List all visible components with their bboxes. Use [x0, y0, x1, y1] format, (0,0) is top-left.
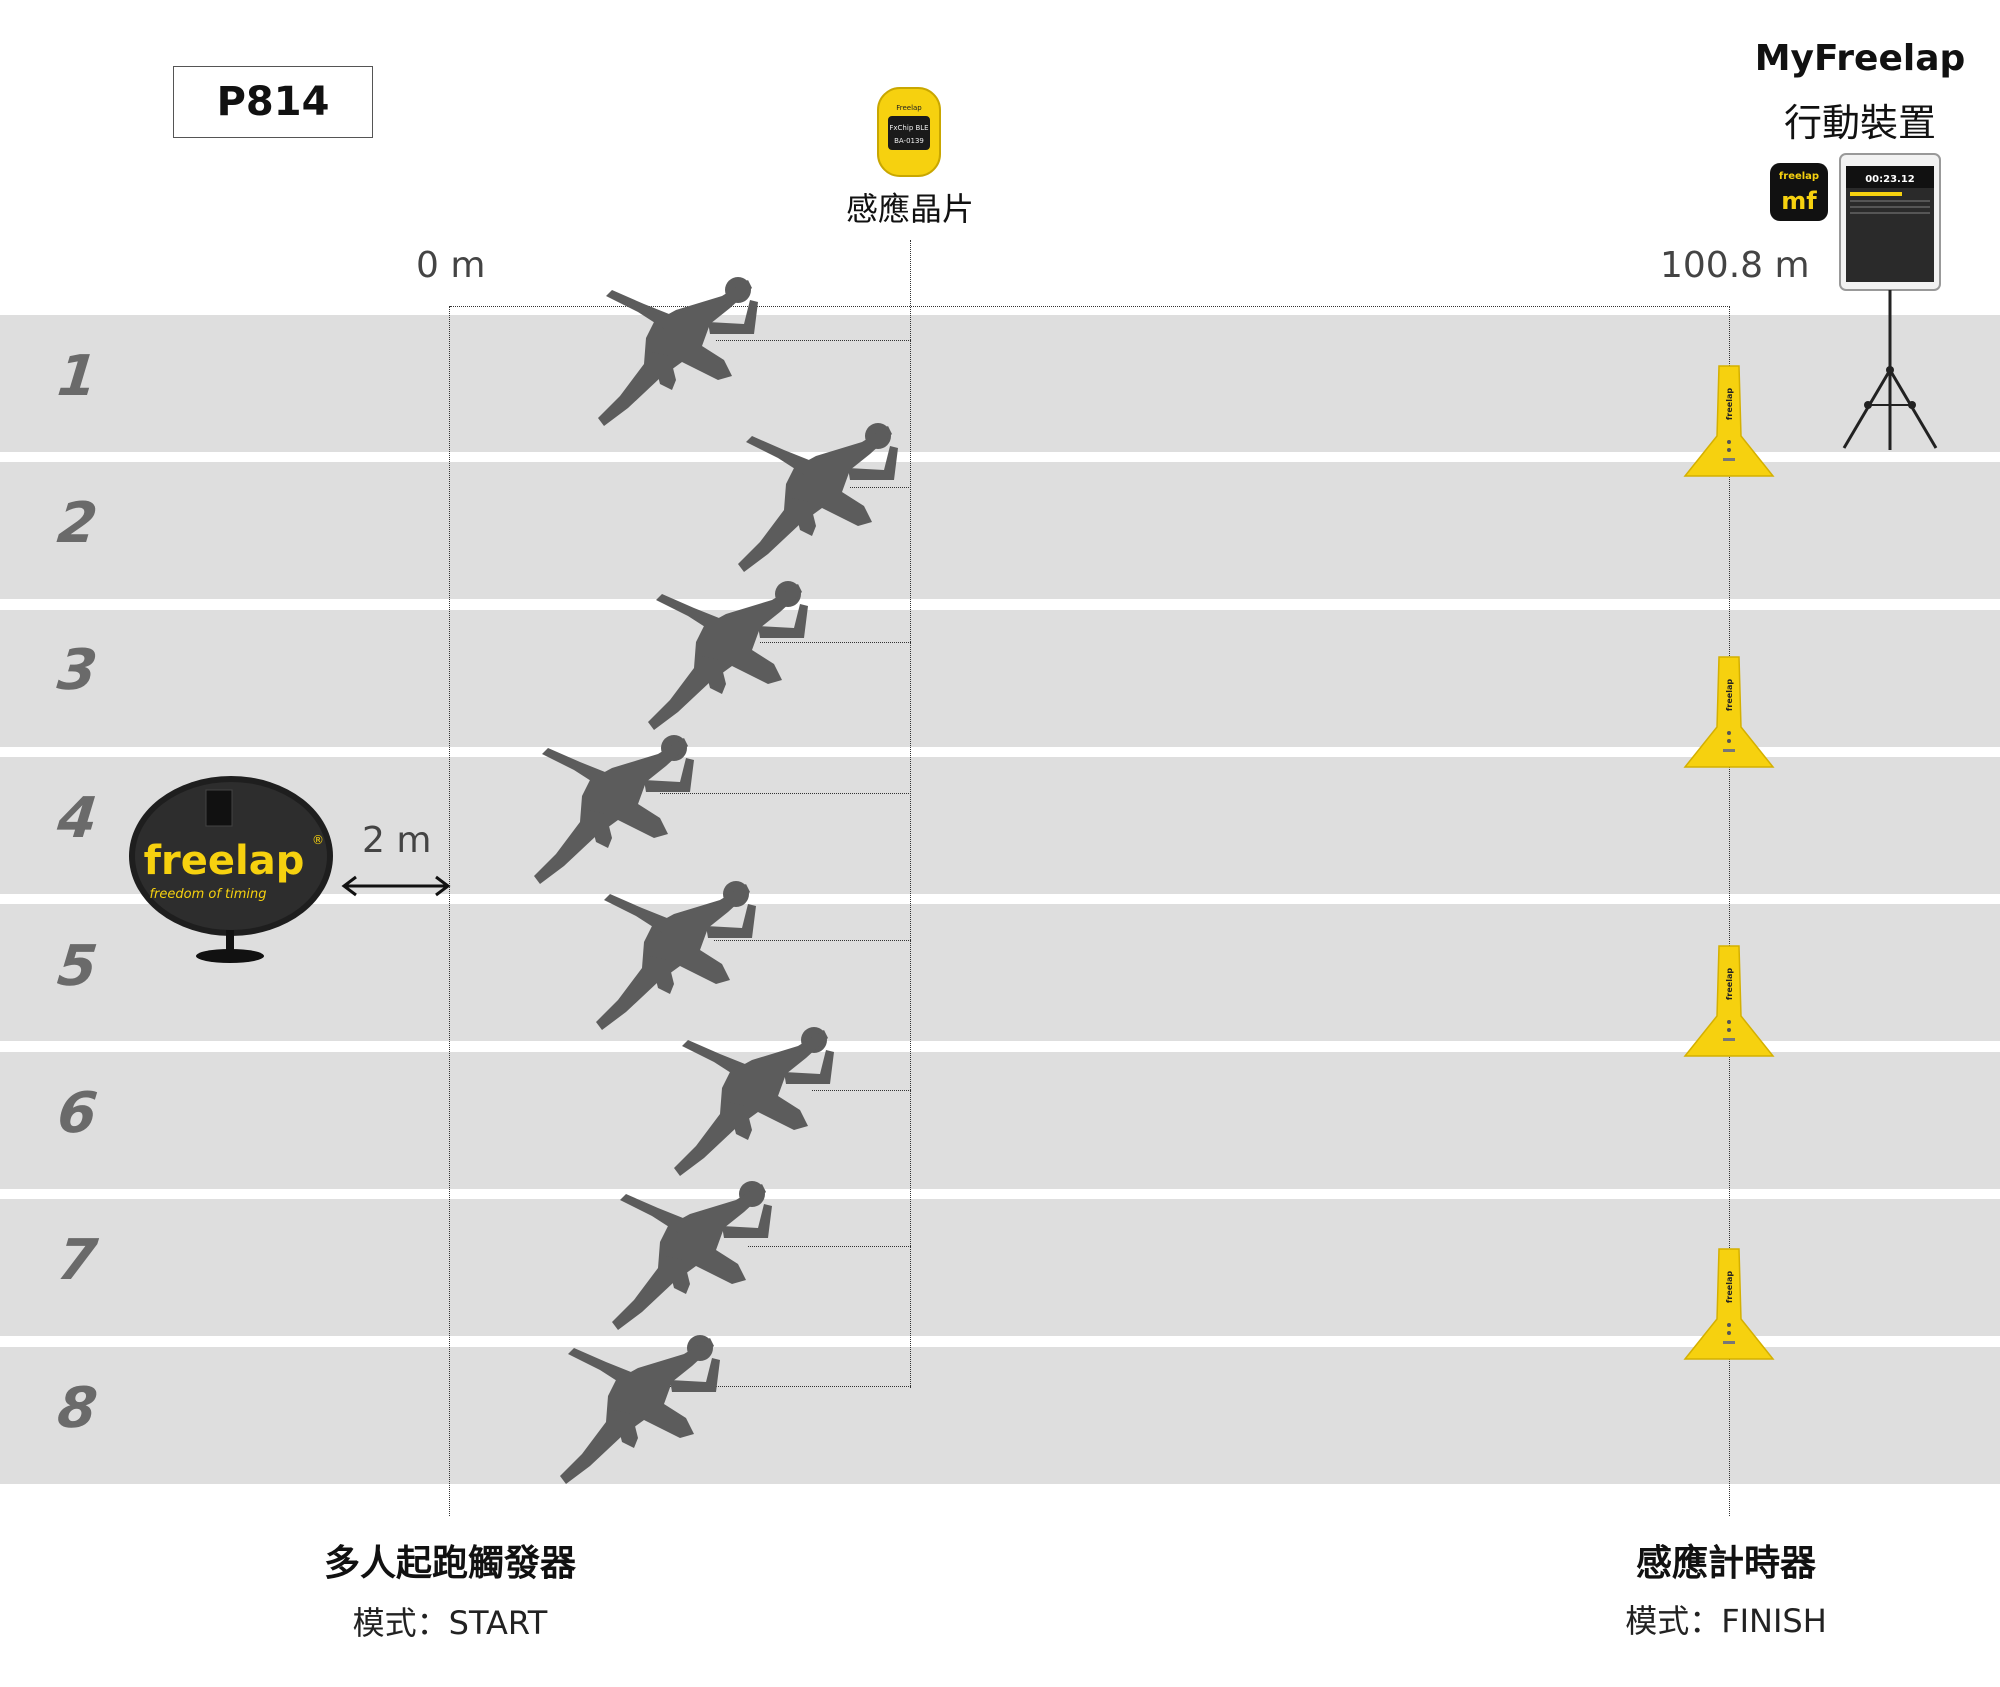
finish-cone-lane-3: freelap — [1684, 656, 1774, 768]
fxchip-icon: Freelap FxChip BLE BA-0139 — [877, 87, 941, 177]
tablet-time-text: 00:23.12 — [1865, 174, 1915, 185]
chip-tick-7 — [748, 1246, 911, 1247]
start-trigger-device: freelap ® freedom of timing — [129, 776, 333, 963]
finish-device-name: 感應計時器 — [1635, 1543, 1816, 1584]
start-device-mode: 模式：START — [352, 1604, 548, 1642]
cone-brand-text: freelap — [1725, 679, 1734, 711]
tablet-on-tripod-icon: 00:23.12 — [1839, 153, 1941, 450]
runner-lane-1 — [598, 277, 758, 426]
chip-serial-text: BA-0139 — [894, 137, 924, 145]
trigger-brand-text: freelap — [144, 838, 305, 884]
lane-number-1: 1 — [54, 344, 101, 409]
finish-device-mode: 模式：FINISH — [1625, 1602, 1827, 1640]
lane-number-7: 7 — [54, 1228, 101, 1293]
myfreelap-app-icon: freelap mf — [1770, 163, 1828, 221]
chip-tick-1 — [716, 340, 911, 341]
lane-1 — [0, 315, 2000, 452]
cone-brand-text: freelap — [1725, 968, 1734, 1000]
lane-number-2: 2 — [54, 491, 101, 556]
finish-cone-lane-7: freelap — [1684, 1248, 1774, 1360]
chip-reference-line — [910, 240, 911, 1388]
runner-lane-5 — [596, 881, 756, 1030]
cone-brand-text: freelap — [1725, 1271, 1734, 1303]
lane-number-5: 5 — [54, 934, 101, 999]
finish-cone-lane-1: freelap — [1684, 365, 1774, 477]
cone-brand-text: freelap — [1725, 388, 1734, 420]
trigger-registered-text: ® — [312, 833, 324, 847]
lane-2 — [0, 462, 2000, 599]
start-line — [449, 306, 450, 1516]
finish-line — [1729, 306, 1730, 1516]
gap-arrow — [341, 875, 451, 897]
start-device-name: 多人起跑觸發器 — [323, 1543, 576, 1584]
chip-brand-text: Freelap — [896, 104, 922, 112]
lane-5 — [0, 904, 2000, 1041]
chip-tick-5 — [714, 940, 911, 941]
finish-distance-label: 100.8 m — [1660, 245, 1810, 286]
lane-number-4: 4 — [54, 786, 101, 851]
runner-lane-8 — [560, 1335, 720, 1484]
chip-tick-3 — [760, 642, 911, 643]
runner-lane-3 — [648, 581, 808, 730]
top-distance-line — [450, 306, 1730, 307]
lane-7 — [0, 1199, 2000, 1336]
app-icon-text: mf — [1781, 187, 1817, 215]
mobile-subtitle: 行動裝置 — [1783, 101, 1936, 145]
chip-tick-8 — [660, 1386, 911, 1387]
model-number-box: P814 — [173, 66, 373, 138]
runner-lane-4 — [534, 735, 694, 884]
app-brand-text: freelap — [1779, 171, 1819, 182]
chip-tick-6 — [812, 1090, 911, 1091]
mobile-title: MyFreelap — [1754, 38, 1966, 79]
lane-6 — [0, 1052, 2000, 1189]
lane-number-6: 6 — [54, 1081, 101, 1146]
lane-4 — [0, 757, 2000, 894]
finish-cone-lane-5: freelap — [1684, 945, 1774, 1057]
chip-tick-4 — [660, 793, 911, 794]
lane-number-8: 8 — [54, 1376, 101, 1441]
chip-tick-2 — [850, 487, 911, 488]
trigger-gap-label: 2 m — [362, 820, 432, 861]
lane-8 — [0, 1347, 2000, 1484]
runner-lane-2 — [738, 423, 898, 572]
runner-lane-7 — [612, 1181, 772, 1330]
start-distance-label: 0 m — [416, 245, 486, 286]
lane-3 — [0, 610, 2000, 747]
chip-label: 感應晶片 — [845, 190, 974, 228]
runner-lane-6 — [674, 1027, 834, 1176]
trigger-tagline-text: freedom of timing — [149, 887, 266, 902]
chip-model-text: FxChip BLE — [889, 124, 928, 132]
lane-number-3: 3 — [54, 638, 101, 703]
